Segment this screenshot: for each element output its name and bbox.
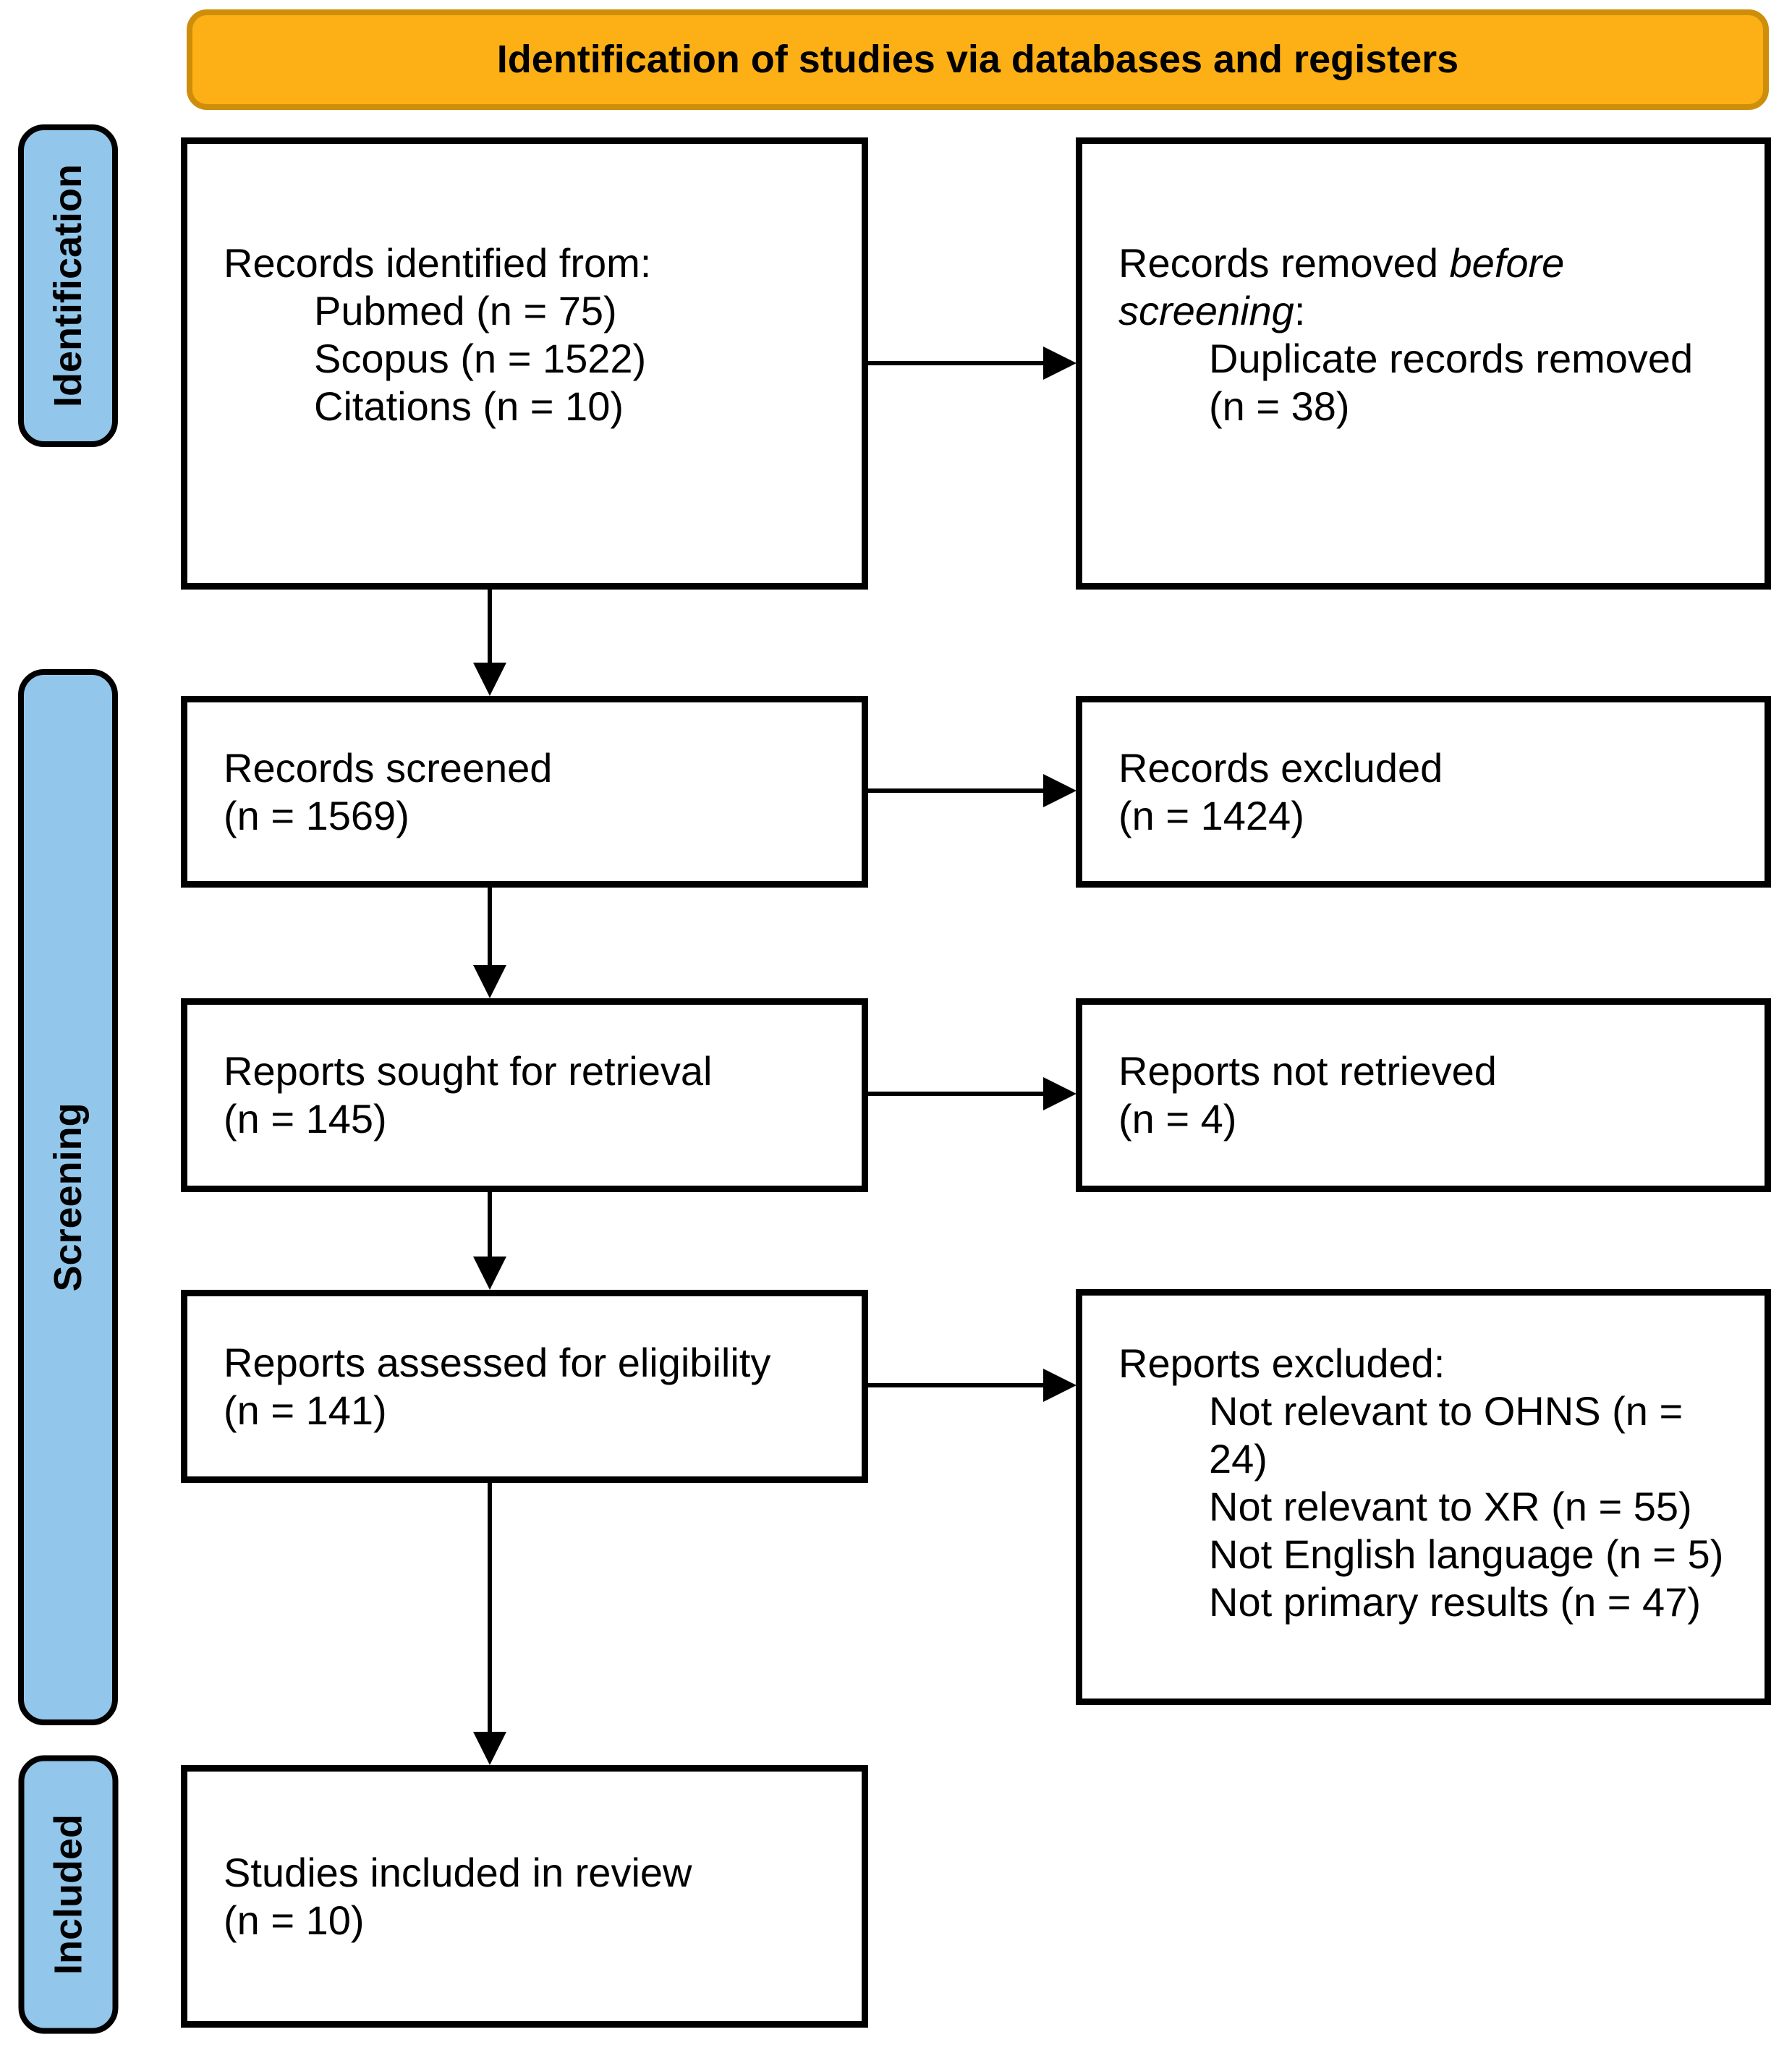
reports-assessed-count: (n = 141) xyxy=(224,1387,387,1433)
box-reports-assessed: Reports assessed for eligibility (n = 14… xyxy=(181,1290,868,1483)
records-identified-item: Pubmed (n = 75) xyxy=(314,287,617,333)
reports-not-retrieved-title: Reports not retrieved xyxy=(1118,1048,1497,1094)
records-screened-title: Records screened xyxy=(224,744,553,791)
records-identified-item: Scopus (n = 1522) xyxy=(314,335,647,381)
stage-label-identification-text: Identification xyxy=(46,164,90,407)
arrow-shaft xyxy=(868,788,1043,793)
box-records-identified: Records identified from: Pubmed (n = 75)… xyxy=(181,137,868,590)
reports-excluded-item: Not relevant to OHNS (n = xyxy=(1209,1387,1683,1434)
arrow-head-right-icon xyxy=(1043,1077,1077,1110)
records-removed-title-line2: screening: xyxy=(1118,287,1743,335)
reports-excluded-item: Not English language (n = 5) xyxy=(1209,1531,1724,1577)
records-removed-title-line1: Records removed before xyxy=(1118,239,1743,287)
box-reports-sought: Reports sought for retrieval (n = 145) xyxy=(181,998,868,1192)
reports-excluded-title: Reports excluded: xyxy=(1118,1340,1445,1386)
box-records-excluded: Records excluded (n = 1424) xyxy=(1076,696,1771,888)
studies-included-count: (n = 10) xyxy=(224,1897,365,1943)
records-excluded-title: Records excluded xyxy=(1118,744,1443,791)
box-reports-excluded: Reports excluded: Not relevant to OHNS (… xyxy=(1076,1289,1771,1705)
arrow-shaft xyxy=(488,1483,492,1732)
reports-sought-title: Reports sought for retrieval xyxy=(224,1048,713,1094)
box-records-screened: Records screened (n = 1569) xyxy=(181,696,868,888)
reports-assessed-title: Reports assessed for eligibility xyxy=(224,1339,771,1385)
records-removed-italic: screening xyxy=(1118,287,1294,333)
box-studies-included: Studies included in review (n = 10) xyxy=(181,1765,868,2028)
reports-excluded-item: Not primary results (n = 47) xyxy=(1209,1578,1701,1625)
arrow-head-down-icon xyxy=(473,1257,506,1290)
box-reports-not-retrieved: Reports not retrieved (n = 4) xyxy=(1076,998,1771,1192)
box-records-removed: Records removed before screening: Duplic… xyxy=(1076,137,1771,590)
arrow-shaft xyxy=(488,888,492,965)
records-excluded-count: (n = 1424) xyxy=(1118,792,1304,838)
records-screened-count: (n = 1569) xyxy=(224,792,409,838)
stage-label-screening: Screening xyxy=(18,669,118,1725)
stage-label-included-text: Included xyxy=(46,1814,90,1976)
arrow-head-down-icon xyxy=(473,965,506,998)
arrow-shaft xyxy=(868,1092,1043,1096)
arrow-head-right-icon xyxy=(1043,1369,1077,1402)
stage-label-identification: Identification xyxy=(18,124,118,447)
records-identified-item: Citations (n = 10) xyxy=(314,383,624,429)
records-removed-plain: Records removed xyxy=(1118,239,1450,286)
arrow-head-down-icon xyxy=(473,663,506,696)
reports-sought-count: (n = 145) xyxy=(224,1096,387,1141)
arrow-head-right-icon xyxy=(1043,346,1077,380)
records-removed-plain: : xyxy=(1294,287,1306,333)
records-removed-italic: before xyxy=(1449,239,1565,286)
arrow-shaft xyxy=(488,590,492,663)
reports-not-retrieved-count: (n = 4) xyxy=(1118,1096,1237,1141)
banner-title: Identification of studies via databases … xyxy=(496,37,1459,81)
stage-label-screening-text: Screening xyxy=(46,1102,90,1292)
stage-label-included: Included xyxy=(18,1755,119,2034)
reports-excluded-item: Not relevant to XR (n = 55) xyxy=(1209,1483,1692,1529)
arrow-shaft xyxy=(868,361,1043,365)
arrow-shaft xyxy=(868,1383,1043,1387)
banner-identification-of-studies: Identification of studies via databases … xyxy=(187,9,1769,110)
arrow-head-right-icon xyxy=(1043,774,1077,807)
records-identified-title: Records identified from: xyxy=(224,239,652,286)
arrow-shaft xyxy=(488,1192,492,1257)
arrow-head-down-icon xyxy=(473,1732,506,1765)
records-removed-item: Duplicate records removed xyxy=(1209,335,1694,381)
reports-excluded-item: 24) xyxy=(1209,1435,1267,1481)
records-removed-item: (n = 38) xyxy=(1209,383,1350,429)
studies-included-title: Studies included in review xyxy=(224,1849,692,1895)
